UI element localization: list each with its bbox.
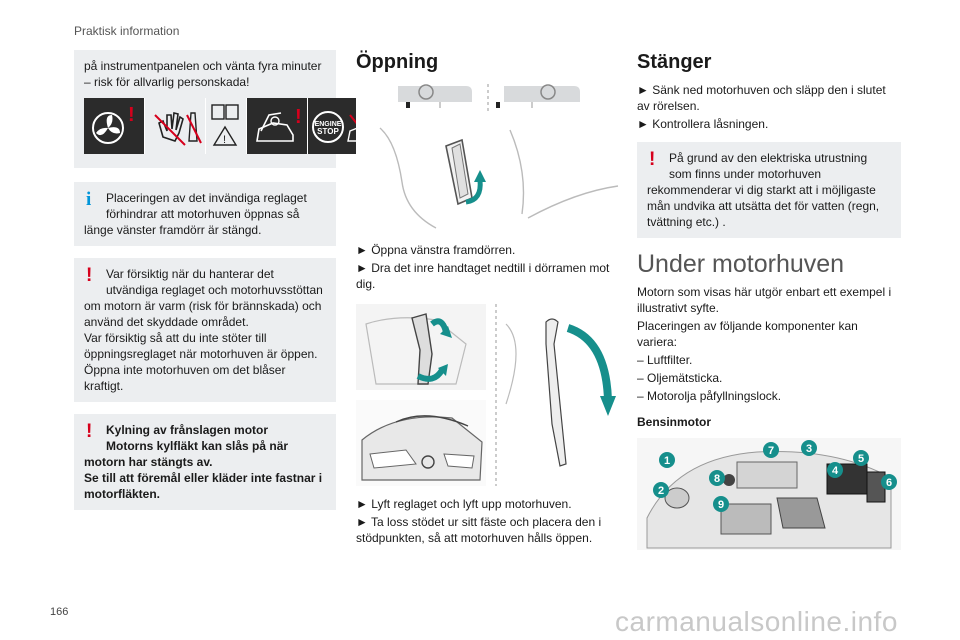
callout-3: 3 xyxy=(801,440,817,456)
component-list-item: – Luftfilter. xyxy=(637,353,693,367)
fan-warning-line-3: motorn har stängts av. xyxy=(84,455,213,469)
electrical-warning-line-1: På grund av den elektriska utrustning xyxy=(669,151,868,165)
middle-column: Öppning ► Öppna vänstra framdörren. ► Dr… xyxy=(356,50,620,548)
door-handle-illustration xyxy=(379,84,619,229)
svg-text:8: 8 xyxy=(714,473,720,485)
warning-icon: ! xyxy=(86,421,93,442)
section-heading-opening: Öppning xyxy=(356,51,439,73)
running-head: Praktisk information xyxy=(74,24,180,38)
warning-box-fan: ! Kylning av frånslagen motor Motorns ky… xyxy=(74,414,336,510)
callout-6: 6 xyxy=(881,474,897,490)
figure-engine-bay: 1 2 3 4 5 6 7 8 9 xyxy=(637,438,901,550)
section-heading-under-hood: Under motorhuven xyxy=(637,250,845,278)
callout-7: 7 xyxy=(763,442,779,458)
svg-text:1: 1 xyxy=(664,455,670,467)
callout-9: 9 xyxy=(713,496,729,512)
info-line-3: länge vänster framdörr är stängd. xyxy=(84,223,262,237)
svg-text:ENGINE: ENGINE xyxy=(315,121,342,128)
subheading-petrol-engine: Bensinmotor xyxy=(637,415,712,429)
callout-5: 5 xyxy=(853,450,869,466)
callout-8: 8 xyxy=(709,470,725,486)
electrical-warning-line-2: som finns under motorhuven xyxy=(669,167,822,181)
no-hand-icon xyxy=(154,112,202,146)
page-number: 166 xyxy=(50,606,69,618)
fan-hazard-pictogram: ! xyxy=(84,98,144,154)
svg-text:4: 4 xyxy=(832,465,839,477)
opening-step-2: ► Dra det inre handtaget nedtill i dörra… xyxy=(356,261,610,291)
opening-step-3: ► Lyft reglaget och lyft upp motorhuven. xyxy=(356,497,572,511)
fan-warning-title: Kylning av frånslagen motor xyxy=(106,423,269,437)
closing-step-2: ► Kontrollera låsningen. xyxy=(637,117,769,131)
svg-text:2: 2 xyxy=(658,485,664,497)
warning-box-handling: ! Var försiktig när du hanterar det utvä… xyxy=(74,258,336,402)
svg-text:!: ! xyxy=(295,106,302,128)
figure-interior-release xyxy=(356,82,620,232)
svg-text:3: 3 xyxy=(806,443,812,455)
section-heading-closing: Stänger xyxy=(637,51,712,73)
warning-line-1: Var försiktig när du hanterar det xyxy=(106,267,274,281)
fan-warning-line-2: Motorns kylfläkt kan slås på när xyxy=(106,439,289,453)
callout-2: 2 xyxy=(653,482,669,498)
hood-lift-illustration xyxy=(356,304,616,486)
electrical-warning-line-3: rekommenderar vi dig starkt att i möjlig… xyxy=(647,183,880,229)
right-column: Stänger ► Sänk ned motorhuven och släpp … xyxy=(637,50,901,560)
warning-box-ignition: på instrumentpanelen och vänta fyra minu… xyxy=(74,50,378,168)
book-warning-icon: ! xyxy=(211,104,239,146)
warning-icon: ! xyxy=(649,149,656,170)
warning-line-3: om motorn är varm (risk för brännskada) … xyxy=(84,299,322,329)
svg-text:9: 9 xyxy=(718,499,724,511)
warning-line-2: utvändiga reglaget och motorhuvsstöttan xyxy=(106,283,323,297)
svg-text:!: ! xyxy=(223,134,226,146)
under-hood-intro-2: Placeringen av följande komponenter kan … xyxy=(637,319,858,349)
no-hands-pictogram xyxy=(145,98,205,154)
under-hood-intro-1: Motorn som visas här utgör enbart ett ex… xyxy=(637,285,892,315)
info-line-2: förhindrar att motorhuven öppnas så xyxy=(106,207,300,221)
engine-bay-illustration: 1 2 3 4 5 6 7 8 9 xyxy=(637,438,901,550)
opening-step-1: ► Öppna vänstra framdörren. xyxy=(356,243,516,257)
info-box-placement: i Placeringen av det invändiga reglaget … xyxy=(74,182,336,246)
left-column: på instrumentpanelen och vänta fyra minu… xyxy=(74,50,378,520)
warning-icon: ! xyxy=(86,265,93,286)
warning-line-4: Var försiktig så att du inte stöter till… xyxy=(84,331,318,361)
fan-warning-line-4: Se till att föremål eller kläder inte fa… xyxy=(84,471,323,501)
callout-4: 4 xyxy=(827,462,843,478)
svg-text:5: 5 xyxy=(858,453,864,465)
manual-pictogram: ! xyxy=(206,98,246,154)
info-icon: i xyxy=(86,189,92,210)
hot-engine-pictogram: ! xyxy=(247,98,307,154)
svg-text:6: 6 xyxy=(886,477,892,489)
warning-text: på instrumentpanelen och vänta fyra minu… xyxy=(84,59,322,89)
component-list-item: – Oljemätsticka. xyxy=(637,371,723,385)
warning-box-electrical: ! På grund av den elektriska utrustning … xyxy=(637,142,901,238)
svg-text:!: ! xyxy=(128,104,135,126)
warning-pictograms: ! ! xyxy=(84,98,378,154)
svg-text:STOP: STOP xyxy=(317,127,339,136)
figure-hood-lift xyxy=(356,304,620,486)
svg-text:7: 7 xyxy=(768,445,774,457)
hood-open-icon: ! xyxy=(256,106,302,142)
closing-step-1: ► Sänk ned motorhuven och släpp den i sl… xyxy=(637,83,886,113)
fan-icon: ! xyxy=(92,104,135,144)
warning-line-5: Öppna inte motorhuven om det blåser kraf… xyxy=(84,363,286,393)
info-line-1: Placeringen av det invändiga reglaget xyxy=(106,191,307,205)
component-list-item: – Motorolja påfyllningslock. xyxy=(637,389,782,403)
callout-1: 1 xyxy=(659,452,675,468)
watermark: carmanualsonline.info xyxy=(615,606,898,637)
opening-step-4: ► Ta loss stödet ur sitt fäste och place… xyxy=(356,515,602,545)
